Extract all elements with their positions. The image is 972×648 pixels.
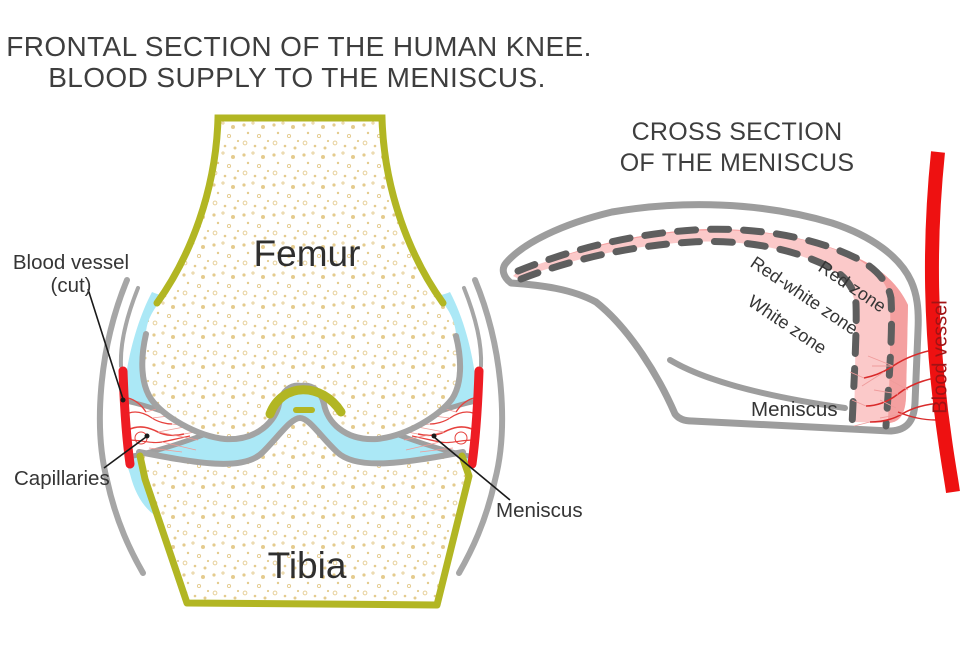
meniscus-label-cross-section: Meniscus [751, 398, 838, 421]
femur-label: Femur [253, 233, 361, 274]
pointer-dot-blood-vessel-cut [120, 397, 126, 403]
cross-section-title-line1: CROSS SECTION [631, 118, 843, 146]
meniscus-inner-edge [667, 357, 848, 411]
knee-frontal-diagram [87, 114, 511, 609]
cartilage-cap [265, 385, 346, 419]
blood-vessel-cut-label: Blood vessel (cut) [13, 251, 129, 297]
femur-shape [142, 117, 460, 439]
femur-outline-olive [153, 114, 447, 307]
zone-band-red-white [513, 229, 908, 423]
meniscus-right-shape [389, 400, 474, 458]
pointer-dot-meniscus [431, 433, 437, 439]
blood-vessel-cut-label-line1: Blood vessel [12, 251, 130, 274]
zone-separators [514, 225, 896, 430]
tibia-label: Tibia [267, 545, 347, 586]
meniscus-label-frontal: Meniscus [496, 499, 583, 522]
capillary-network [849, 348, 943, 427]
zone-separator-dashed-inner [517, 238, 860, 430]
page-title-line2: BLOOD SUPPLY TO THE MENISCUS. [48, 62, 546, 93]
zone-separator-dashed-outer [514, 225, 896, 430]
meniscus-left-shape [128, 400, 213, 458]
blood-vessel-cut-label-line2: (cut) [50, 274, 92, 297]
blood-vessel-cut-left [118, 366, 135, 469]
tibia-plateau-outline [136, 414, 466, 467]
pointer-dot-capillaries [144, 433, 150, 439]
cross-section-title-line2: OF THE MENISCUS [619, 149, 855, 177]
capillaries-label: Capillaries [14, 467, 110, 490]
blood-vessel-label-cross-section: Blood vessel [929, 300, 952, 414]
blood-vessel-band [924, 151, 960, 493]
pointer-lines [87, 288, 511, 501]
meniscus-cross-section-diagram [499, 151, 960, 493]
pointer-line-blood-vessel-cut [87, 288, 124, 400]
page-title-line1: FRONTAL SECTION OF THE HUMAN KNEE. [6, 31, 592, 62]
blood-vessel-cut-right [467, 366, 484, 469]
tibia-outline-olive [136, 452, 473, 609]
pointer-line-capillaries [103, 436, 147, 469]
pointer-line-meniscus [433, 436, 511, 501]
